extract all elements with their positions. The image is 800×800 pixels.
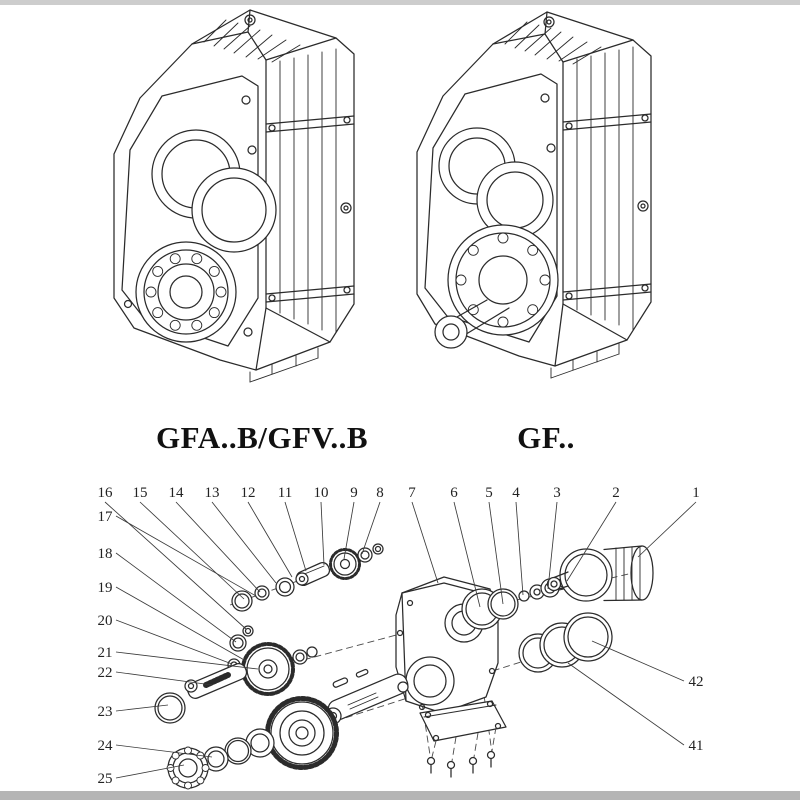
callout-9: 9 [350, 485, 358, 501]
callout-24: 24 [98, 738, 114, 754]
callout-17: 17 [98, 509, 114, 525]
gf-output-flange [447, 224, 559, 336]
model-label-gf: GF.. [517, 420, 575, 455]
callout-19: 19 [98, 580, 113, 596]
callout-23: 23 [98, 704, 113, 720]
callout-11: 11 [278, 485, 292, 501]
letterbox-top [0, 0, 800, 5]
gf-bores [438, 127, 554, 239]
leader-lines [104, 501, 697, 779]
gf-ribs [576, 46, 634, 331]
retaining-ring [154, 692, 186, 724]
callout-18: 18 [98, 546, 113, 562]
callout-42: 42 [689, 674, 704, 690]
seal-and-gasket [461, 588, 519, 630]
callout-15: 15 [133, 485, 148, 501]
gf-feet [550, 343, 620, 379]
callout-1: 1 [692, 485, 700, 501]
gfab-ribs [279, 48, 337, 333]
intermediate-shaft [184, 663, 248, 699]
callout-41: 41 [689, 738, 704, 754]
callout-labels: 16 15 14 13 12 11 10 9 8 7 6 5 4 3 2 1 1… [98, 485, 704, 787]
callout-7: 7 [408, 485, 416, 501]
gf-straps-and-screws [562, 113, 652, 301]
callout-16: 16 [98, 485, 114, 501]
callout-22: 22 [98, 665, 113, 681]
output-shaft [324, 668, 409, 725]
gfab-top-hatching [203, 19, 301, 63]
foundation-bolts [426, 750, 496, 778]
model-label-gfab: GFA..B/GFV..B [155, 420, 369, 455]
callout-25: 25 [98, 771, 113, 787]
gfab-bores [151, 129, 277, 253]
gf-front-panel [424, 73, 558, 343]
plate-drop-lines [431, 726, 497, 762]
callout-21: 21 [98, 645, 113, 661]
callout-3: 3 [553, 485, 561, 501]
input-shaft-cluster [231, 543, 384, 637]
callout-8: 8 [376, 485, 384, 501]
callout-4: 4 [512, 485, 520, 501]
gfab-straps-and-screws [265, 115, 355, 303]
callout-12: 12 [241, 485, 256, 501]
callout-10: 10 [314, 485, 329, 501]
output-gear-cluster [166, 696, 339, 790]
callout-5: 5 [485, 485, 493, 501]
gf-housing-outline [416, 11, 652, 367]
gearbox-gfab-drawing [113, 9, 355, 383]
callout-14: 14 [169, 485, 185, 501]
motor-part [546, 545, 654, 602]
gf-top-hatching [504, 21, 602, 65]
base-plate-part [419, 700, 507, 742]
callout-6: 6 [450, 485, 458, 501]
gf-output-shaft [434, 299, 510, 349]
callout-13: 13 [205, 485, 220, 501]
gearbox-gf-drawing [416, 11, 652, 379]
gfab-front-panel [121, 75, 259, 347]
exploded-view-drawing: 16 15 14 13 12 11 10 9 8 7 6 5 4 3 2 1 1… [98, 485, 704, 790]
callout-20: 20 [98, 613, 113, 629]
gfab-bearing [135, 241, 237, 343]
callout-2: 2 [612, 485, 620, 501]
gfab-feet [249, 347, 319, 383]
letterbox-bottom [0, 791, 800, 800]
cover-rings [518, 612, 613, 673]
